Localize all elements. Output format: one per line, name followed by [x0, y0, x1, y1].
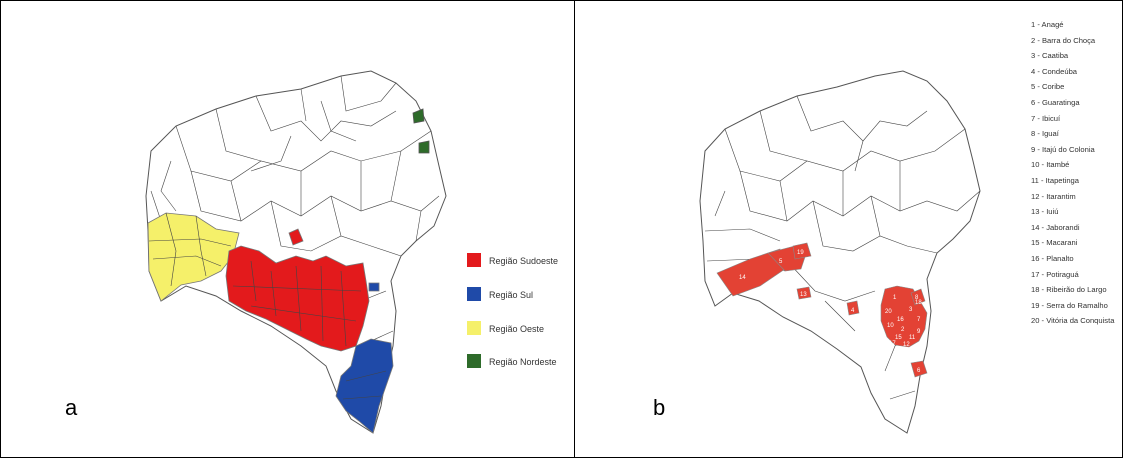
- list-item: 7 - Ibicuí: [1031, 113, 1061, 123]
- map-label-11: 11: [909, 335, 916, 341]
- legend: Região Sudoeste Região Sul Região Oeste …: [467, 253, 558, 368]
- muni-condeuba: [846, 300, 860, 316]
- list-item: 16 - Planalto: [1031, 253, 1074, 263]
- map-label-18: 18: [915, 300, 922, 306]
- map-label-8: 8: [915, 295, 919, 301]
- list-item: 1 - Anagé: [1031, 20, 1064, 29]
- map-label-14: 14: [739, 275, 746, 281]
- list-item: 3 - Caatiba: [1031, 51, 1069, 61]
- map-bahia-municipalities: 14 5 19 13 4 20 1 16 8 3 10 2 15 7 11 17…: [699, 70, 981, 434]
- list-item: 19 - Serra do Ramalho: [1031, 300, 1108, 310]
- legend-label-oeste: Região Oeste: [489, 324, 544, 334]
- panel-b: 14 5 19 13 4 20 1 16 8 3 10 2 15 7 11 17…: [575, 1, 1122, 457]
- map-label-15: 15: [895, 335, 902, 341]
- highlighted-municipalities: [716, 242, 928, 378]
- list-item: 2 - Barra do Choça: [1031, 35, 1096, 45]
- map-number-labels: 14 5 19 13 4 20 1 16 8 3 10 2 15 7 11 17…: [739, 250, 922, 374]
- legend-swatch-nordeste: [467, 354, 481, 368]
- region-nordeste-2: [418, 140, 430, 154]
- region-nordeste-1: [412, 108, 425, 124]
- panel-letter-a: a: [65, 395, 78, 420]
- map-label-13: 13: [800, 292, 807, 298]
- region-oeste: [147, 212, 240, 302]
- map-label-9: 9: [917, 329, 921, 335]
- muni-guaratinga: [910, 360, 928, 378]
- map-label-20: 20: [885, 309, 892, 315]
- map-label-12: 12: [903, 342, 910, 348]
- legend-label-sul: Região Sul: [489, 290, 533, 300]
- region-sul-north: [368, 282, 380, 292]
- state-outline-b: [699, 70, 981, 434]
- legend-swatch-sul: [467, 287, 481, 301]
- list-item: 13 - Iuiú: [1031, 207, 1059, 217]
- list-item: 17 - Potiraguá: [1031, 269, 1079, 279]
- list-item: 12 - Itarantim: [1031, 191, 1076, 201]
- list-item: 20 - Vitória da Conquista: [1031, 316, 1115, 326]
- muni-serra-do-ramalho: [792, 242, 812, 260]
- map-label-7: 7: [917, 317, 921, 323]
- list-item: 8 - Iguaí: [1031, 129, 1059, 139]
- map-label-5: 5: [779, 259, 783, 265]
- list-item: 6 - Guaratinga: [1031, 97, 1080, 107]
- list-item: 9 - Itajú do Colonia: [1031, 144, 1095, 154]
- legend-swatch-oeste: [467, 321, 481, 335]
- map-label-2: 2: [901, 327, 905, 333]
- map-bahia-regions: Região Sudoeste Região Sul Região Oeste …: [145, 70, 558, 434]
- region-sul: [335, 338, 394, 434]
- panel-letter-b: b: [653, 395, 666, 420]
- municipal-boundaries: [150, 75, 440, 382]
- municipality-list: 1 - Anagé 2 - Barra do Choça 3 - Caatiba…: [1031, 17, 1114, 329]
- map-label-6: 6: [917, 368, 921, 374]
- legend-label-sudoeste: Região Sudoeste: [489, 256, 558, 266]
- muni-iuiu: [796, 286, 812, 300]
- municipal-boundaries-b: [704, 95, 981, 400]
- list-item: 11 - Itapetinga: [1031, 175, 1079, 185]
- list-item: 14 - Jaborandi: [1031, 222, 1080, 232]
- list-item: 18 - Ribeirão do Largo: [1031, 285, 1107, 295]
- map-label-17: 17: [889, 341, 896, 347]
- map-label-4: 4: [851, 308, 855, 314]
- panel-a: Região Sudoeste Região Sul Região Oeste …: [1, 1, 575, 457]
- region-sudoeste-north: [288, 228, 304, 246]
- map-label-3: 3: [909, 307, 913, 313]
- map-label-16: 16: [897, 317, 904, 323]
- muni-itarantim-area: [910, 288, 926, 306]
- map-label-19: 19: [797, 250, 804, 256]
- legend-label-nordeste: Região Nordeste: [489, 357, 557, 367]
- list-item: 10 - Itambé: [1031, 160, 1070, 170]
- list-item: 4 - Condeúba: [1031, 66, 1078, 76]
- list-item: 5 - Coribe: [1031, 82, 1065, 92]
- region-sudoeste: [225, 245, 370, 352]
- legend-swatch-sudoeste: [467, 253, 481, 267]
- map-label-1: 1: [893, 295, 897, 301]
- list-item: 15 - Macarani: [1031, 238, 1078, 248]
- map-label-10: 10: [887, 323, 894, 329]
